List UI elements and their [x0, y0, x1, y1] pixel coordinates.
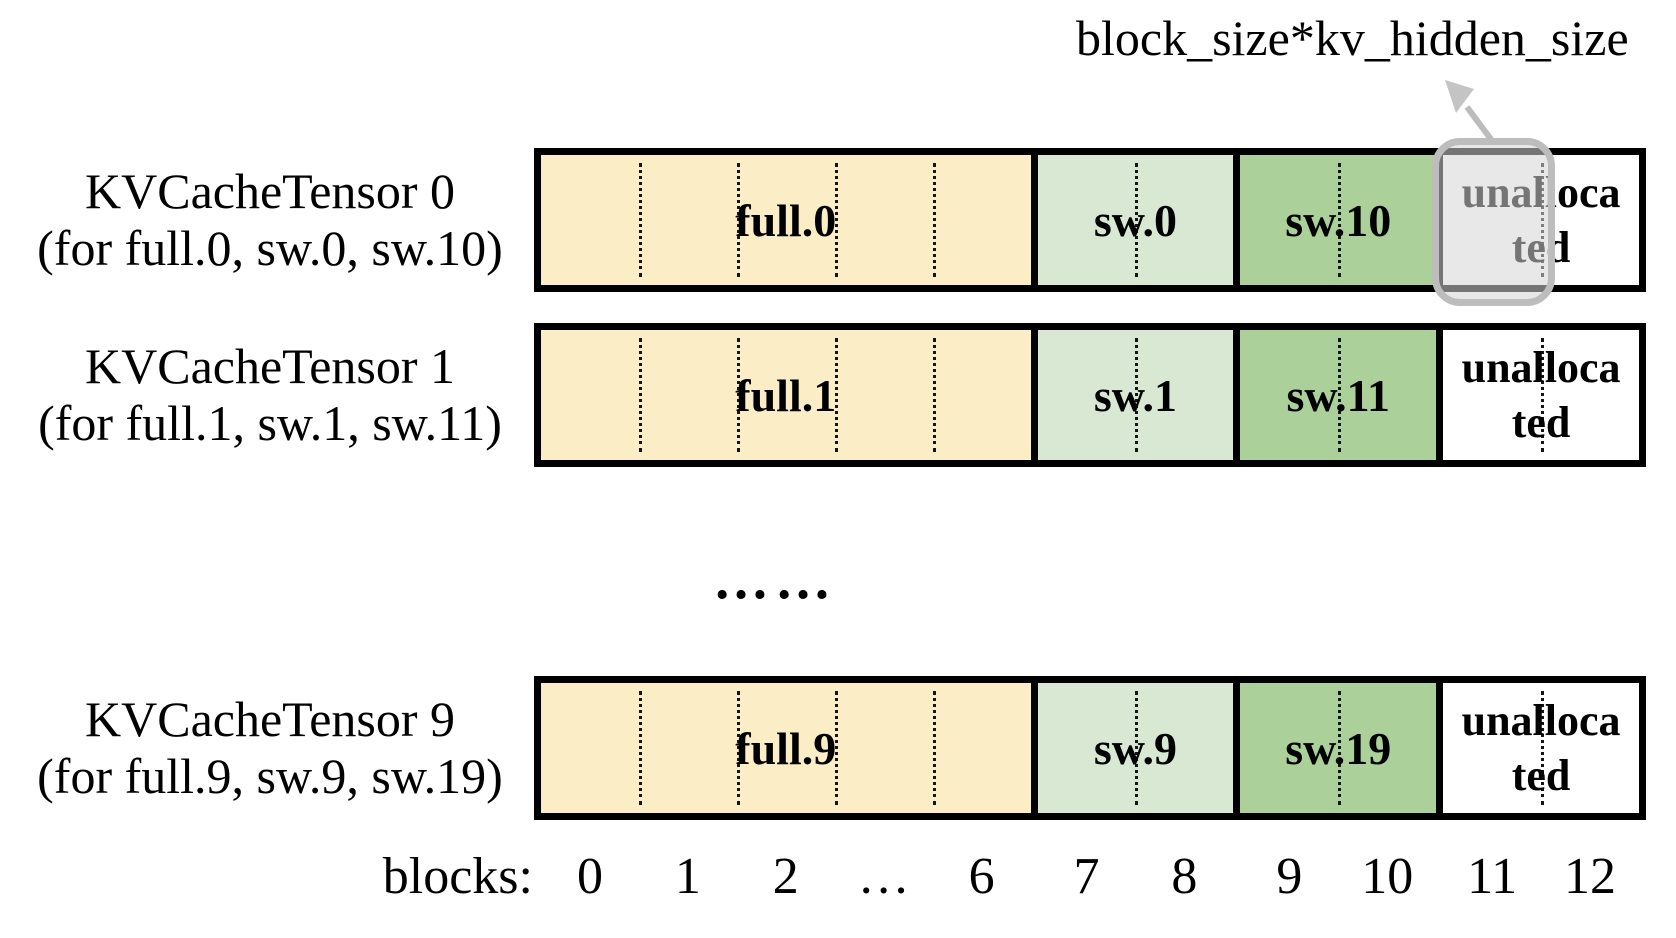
axis-tick: 9 [1276, 848, 1303, 905]
annotation-arrow-icon [1445, 80, 1496, 144]
tensor-0-subtitle: (for full.0, sw.0, sw.10) [37, 220, 503, 276]
tensor-1-bar: full.1 sw.1 sw.11 unalloca ted [534, 323, 1646, 467]
tensor-9-full-segment: full.9 [541, 683, 1031, 813]
tensor-1-sw11-segment: sw.11 [1233, 330, 1437, 460]
segment-label: sw.11 [1286, 369, 1391, 421]
block-divider [1541, 338, 1545, 452]
block-divider [932, 338, 936, 452]
segment-label: full.0 [735, 194, 837, 246]
block-divider [1338, 163, 1342, 277]
blocks-axis-label: blocks: [382, 848, 533, 905]
tensor-0-full-segment: full.0 [541, 155, 1031, 285]
tensor-9-unallocated-segment: unalloca ted [1436, 683, 1639, 813]
segment-label: sw.9 [1093, 722, 1177, 774]
axis-tick: 6 [968, 848, 995, 905]
block-divider [736, 691, 740, 805]
segment-label: sw.19 [1285, 722, 1392, 774]
block-divider [638, 338, 642, 452]
block-divider [1541, 691, 1545, 805]
segment-label: full.1 [735, 369, 837, 421]
axis-ticks-full: 0 1 2 … 6 [541, 845, 1031, 909]
axis-ticks-sw-light: 7 8 [1031, 845, 1234, 909]
axis-ticks-sw-dark: 9 10 [1233, 845, 1436, 909]
segment-label: sw.0 [1093, 194, 1177, 246]
axis-ticks-unallocated: 11 12 [1436, 845, 1639, 909]
unallocated-label: unalloca ted [1461, 696, 1621, 800]
tensor-9-sw19-segment: sw.19 [1233, 683, 1437, 813]
tensor-9-sw-segment: sw.9 [1030, 683, 1234, 813]
axis-tick: 10 [1361, 848, 1414, 905]
block-divider [1338, 338, 1342, 452]
block-divider [736, 338, 740, 452]
segment-label: sw.10 [1285, 194, 1392, 246]
tensor-0-title: KVCacheTensor 0 [85, 163, 455, 219]
block-size-annotation: block_size*kv_hidden_size [1076, 10, 1629, 66]
block-divider [834, 338, 838, 452]
block-divider [1135, 338, 1139, 452]
tensor-9-label: KVCacheTensor 9 (for full.9, sw.9, sw.19… [0, 691, 540, 805]
block-divider [638, 691, 642, 805]
block-divider [834, 163, 838, 277]
block-divider [834, 691, 838, 805]
block-divider [1135, 691, 1139, 805]
tensor-1-label: KVCacheTensor 1 (for full.1, sw.1, sw.11… [0, 338, 540, 452]
tensor-9-title: KVCacheTensor 9 [85, 691, 455, 747]
tensor-1-unallocated-segment: unalloca ted [1436, 330, 1639, 460]
blocks-axis: 0 1 2 … 6 7 8 9 10 11 12 [541, 845, 1639, 909]
tensor-0-sw-segment: sw.0 [1030, 155, 1234, 285]
axis-tick: … [857, 848, 910, 905]
axis-tick: 7 [1073, 848, 1100, 905]
tensor-9-bar: full.9 sw.9 sw.19 unalloca ted [534, 676, 1646, 820]
axis-tick: 2 [772, 848, 799, 905]
axis-tick: 8 [1171, 848, 1198, 905]
tensor-1-title: KVCacheTensor 1 [85, 338, 455, 394]
axis-tick: 0 [576, 848, 603, 905]
axis-tick: 1 [674, 848, 701, 905]
axis-tick: 11 [1467, 848, 1518, 905]
rows-ellipsis: …… [713, 549, 837, 611]
tensor-0-label: KVCacheTensor 0 (for full.0, sw.0, sw.10… [0, 163, 540, 277]
block-divider [932, 163, 936, 277]
unallocated-label: unalloca ted [1461, 343, 1621, 447]
block-divider [638, 163, 642, 277]
tensor-0-sw10-segment: sw.10 [1233, 155, 1437, 285]
block-divider [932, 691, 936, 805]
block-divider [736, 163, 740, 277]
tensor-1-sw-segment: sw.1 [1030, 330, 1234, 460]
block-divider [1338, 691, 1342, 805]
block-divider [1135, 163, 1139, 277]
segment-label: sw.1 [1093, 369, 1177, 421]
tensor-9-subtitle: (for full.9, sw.9, sw.19) [37, 748, 503, 804]
segment-label: full.9 [735, 722, 837, 774]
axis-tick: 12 [1564, 848, 1617, 905]
tensor-1-subtitle: (for full.1, sw.1, sw.11) [38, 395, 502, 451]
tensor-1-full-segment: full.1 [541, 330, 1031, 460]
highlighted-block-outline [1432, 138, 1555, 306]
